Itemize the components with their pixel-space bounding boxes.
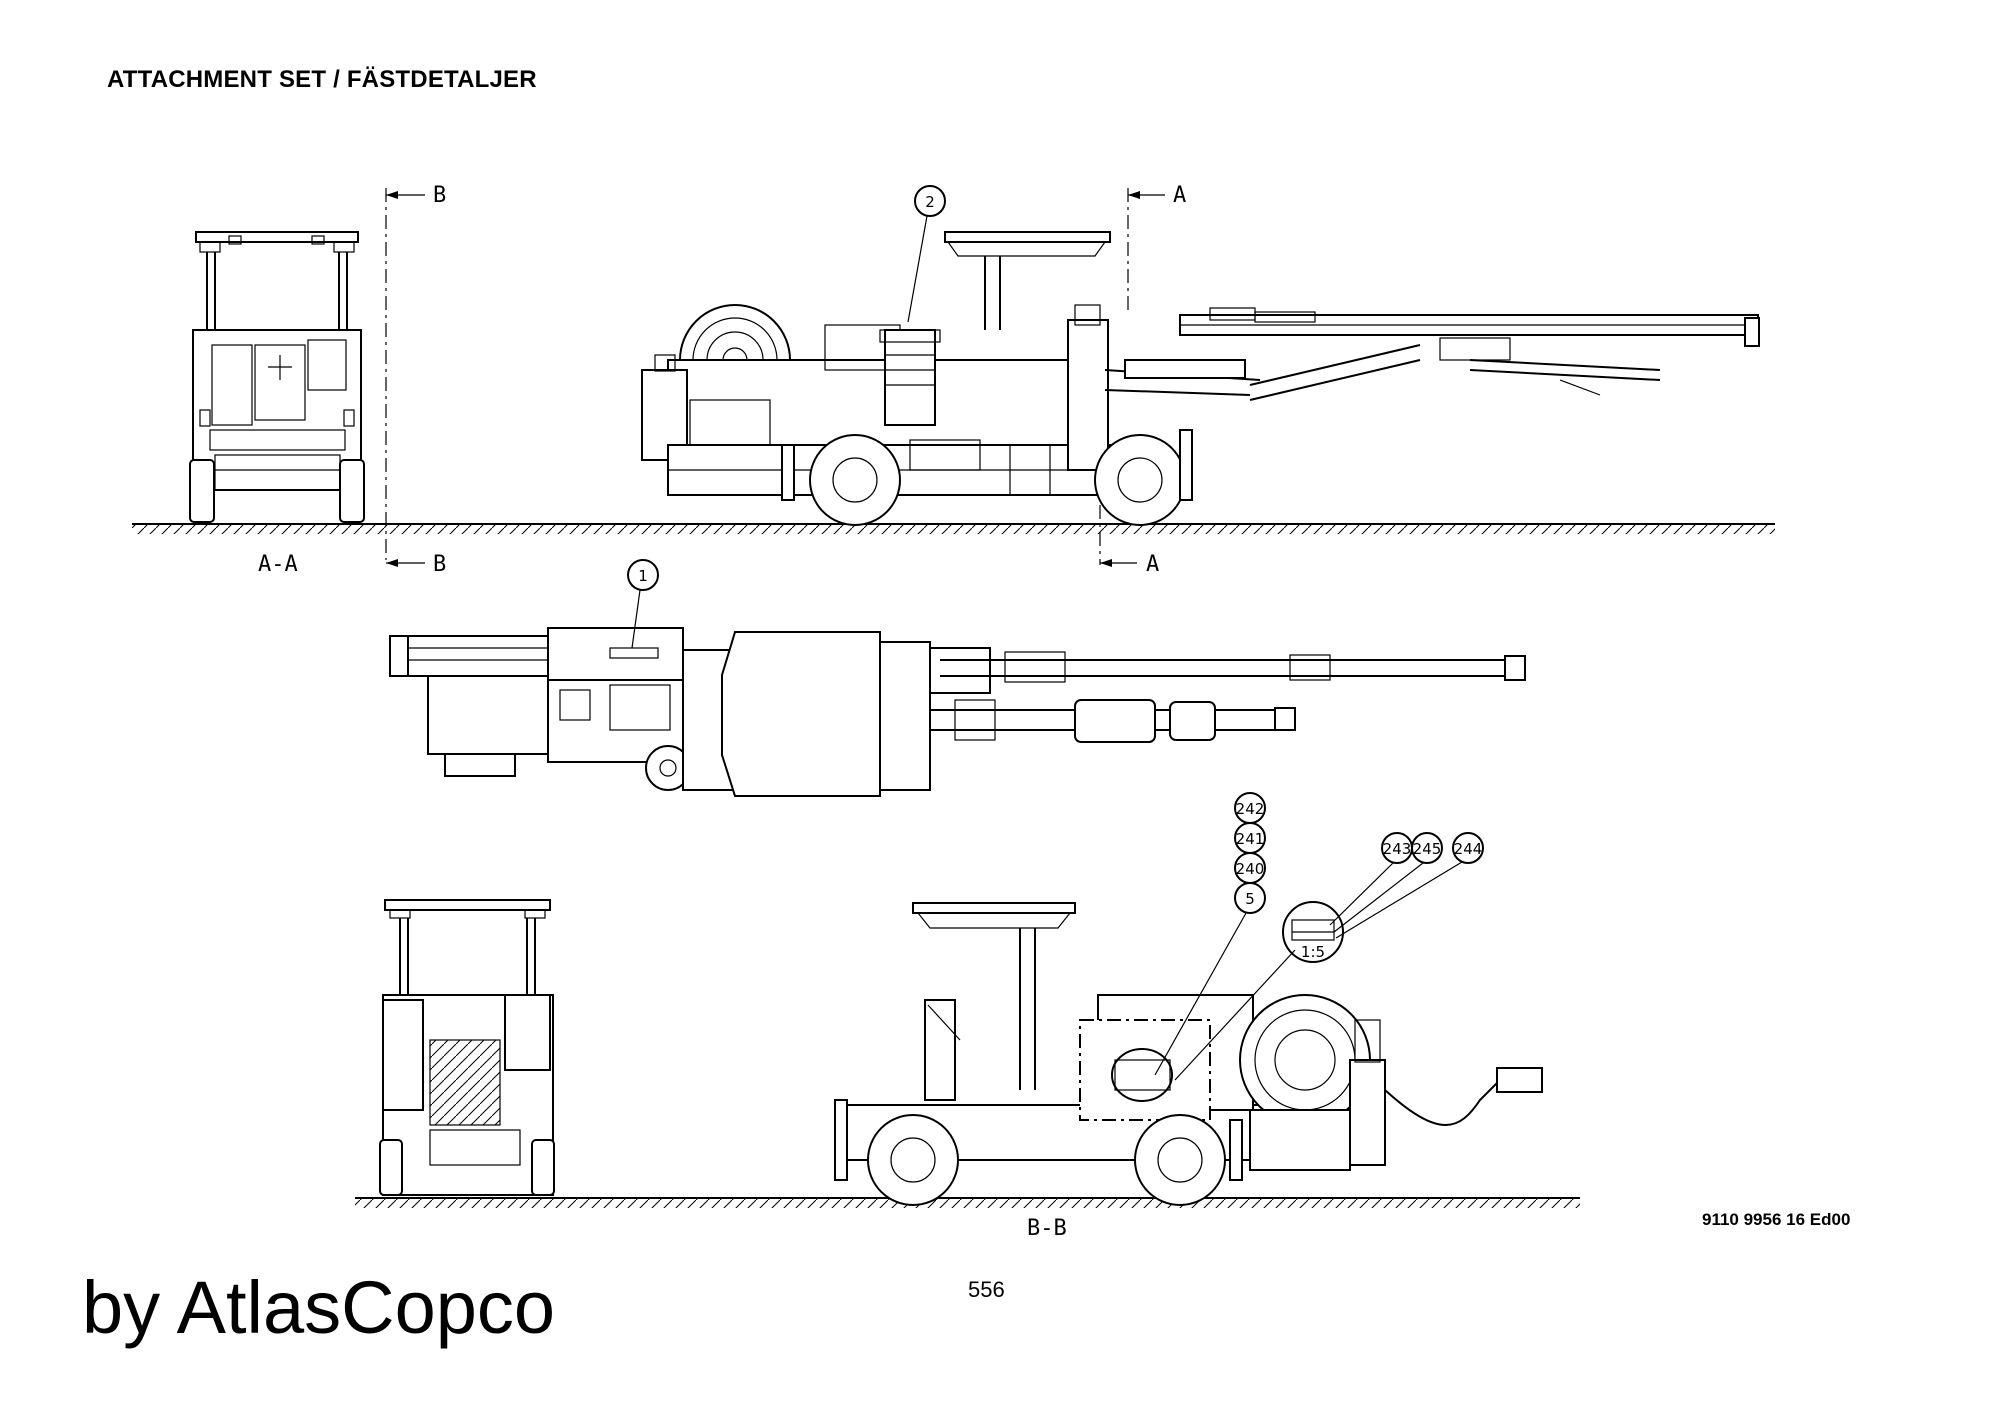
ground-line-top — [132, 523, 1775, 534]
callout-2 — [907, 185, 946, 323]
side-view-rig — [641, 231, 1760, 526]
callout-1 — [627, 559, 659, 649]
section-line-bb — [385, 188, 425, 567]
section-a-bottom-label: A — [1146, 552, 1159, 577]
top-view-rig — [389, 627, 1526, 797]
page-title: ATTACHMENT SET / FÄSTDETALJER — [107, 66, 537, 93]
section-a-top-label: A — [1173, 183, 1186, 208]
callout-5-text: 5 — [1245, 890, 1255, 908]
callout-243-text: 243 — [1383, 840, 1412, 858]
page-number: 556 — [968, 1277, 1005, 1302]
ground-line-bottom — [355, 1197, 1580, 1208]
side-view-bb — [834, 902, 1543, 1206]
callout-stack — [1154, 792, 1266, 1076]
section-b-bottom-label: B — [433, 552, 446, 577]
view-bb-label: B-B — [1027, 1216, 1067, 1241]
callout-2-text: 2 — [925, 193, 935, 211]
rear-view — [379, 899, 555, 1196]
callout-241-text: 241 — [1236, 830, 1265, 848]
callout-group-right — [1329, 832, 1484, 939]
section-b-top-label: B — [433, 183, 446, 208]
callout-244-text: 244 — [1454, 840, 1483, 858]
callout-1-text: 1 — [638, 567, 648, 585]
front-view-aa — [189, 231, 365, 523]
view-aa-label: A-A — [258, 552, 298, 577]
callout-240-text: 240 — [1236, 860, 1265, 878]
callout-245-text: 245 — [1413, 840, 1442, 858]
detail-scale-label: 1:5 — [1301, 943, 1325, 961]
section-line-aa — [1099, 188, 1165, 567]
detail-view — [1174, 901, 1344, 1081]
callout-242-text: 242 — [1236, 800, 1265, 818]
document-number: 9110 9956 16 Ed00 — [1702, 1210, 1851, 1229]
brand-text: by AtlasCopco — [82, 1266, 556, 1349]
